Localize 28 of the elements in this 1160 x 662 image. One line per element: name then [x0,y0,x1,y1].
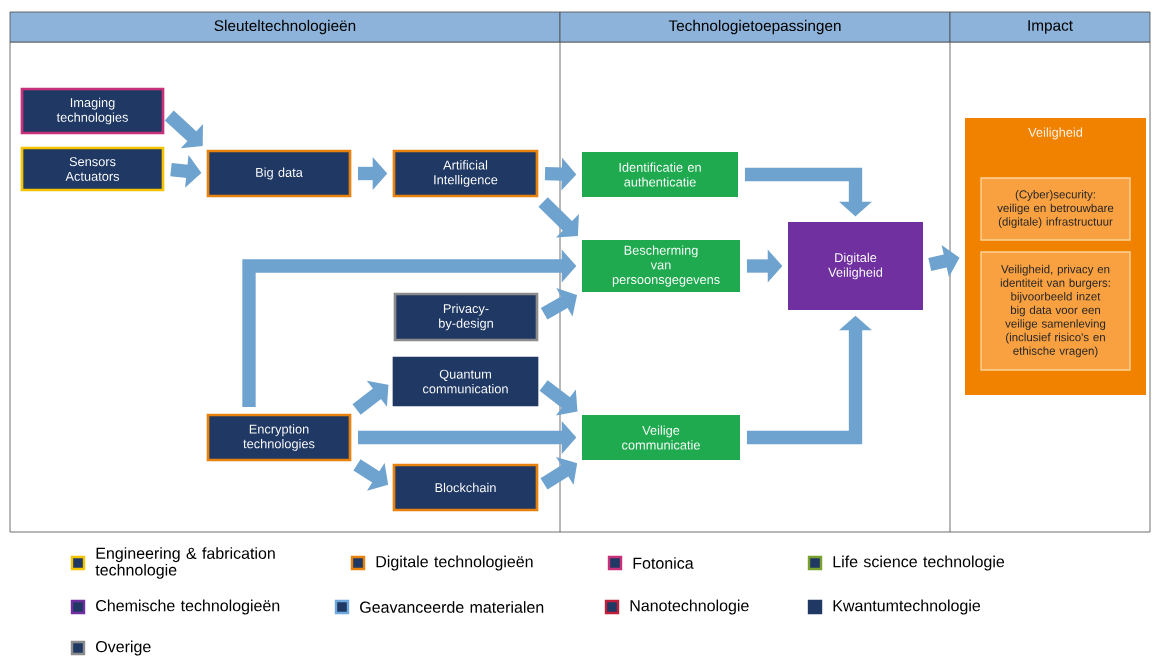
block-arrow [352,380,389,415]
impact-text-box: (Cyber)security: veilige en betrouwbare (digitale) infrastructuur [980,177,1131,241]
application-box: Bescherming van persoonsgegevens [582,240,740,292]
technology-box: Encryption technologies [206,413,352,462]
technology-box: Sensors Actuators [20,146,165,192]
technology-box: Big data [206,149,352,198]
legend-label: Engineering & fabrication technologie [95,547,275,579]
legend-label: Chemische technologieën [96,599,280,615]
legend-label: Nanotechnologie [630,599,749,615]
legend-label: Digitale technologieën [376,555,533,571]
technology-box: Blockchain [392,463,539,512]
block-arrow [538,197,579,238]
legend-label: Geavanceerde materialen [360,601,544,613]
impact-text-box: Veiligheid, privacy en identiteit van burgers: bijvoorbeeld inzet big data voor een veilige samenleving (inclusief risico's en ethische vragen) [980,251,1131,371]
legend-label: Life science technologie [833,555,1005,571]
legend-label: Kwantumtechnologie [833,599,981,615]
column-header: Impact [949,11,1151,43]
column-header: Sleuteltechnologieën [9,11,561,43]
legend-label: Overige [96,640,151,656]
column-header: Technologietoepassingen [559,11,951,43]
technology-box: Imaging technologies [20,87,165,135]
impact-area-box: Digitale Veiligheid [788,222,923,310]
technology-box: Quantum communication [392,356,539,407]
technology-box: Artificial Intelligence [392,149,539,198]
legend-label: Fotonica [633,557,694,569]
technology-box: Privacy-by-design [393,292,539,342]
application-box: Identificatie en authenticatie [582,152,738,197]
application-box: Veilige communicatie [582,415,740,460]
